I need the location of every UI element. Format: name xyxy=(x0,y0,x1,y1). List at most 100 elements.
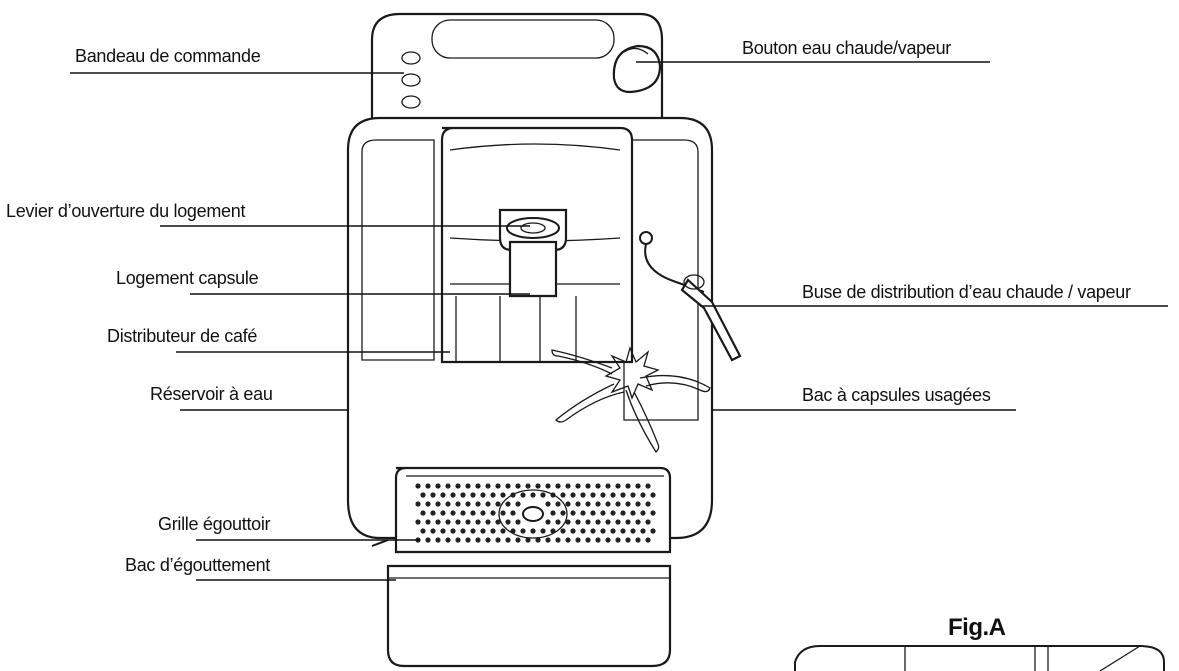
grid-hole xyxy=(540,492,546,498)
grid-hole xyxy=(570,528,576,534)
grid-hole xyxy=(555,537,561,543)
grid-hole xyxy=(450,510,456,516)
grid-center-ring xyxy=(498,489,568,539)
brew-group xyxy=(440,126,634,364)
grid-hole xyxy=(595,483,601,489)
grid-hole xyxy=(440,528,446,534)
grid-hole xyxy=(615,501,621,507)
grid-hole xyxy=(495,501,501,507)
label-hot-water-button: Bouton eau chaude/vapeur xyxy=(742,38,951,58)
grid-hole xyxy=(610,510,616,516)
grid-hole xyxy=(455,483,461,489)
grid-hole xyxy=(620,528,626,534)
grid-hole xyxy=(490,528,496,534)
grid-hole xyxy=(465,519,471,525)
grid-hole xyxy=(580,528,586,534)
grid-hole xyxy=(635,483,641,489)
grid-hole xyxy=(480,492,486,498)
grid-hole xyxy=(500,528,506,534)
grid-hole xyxy=(420,528,426,534)
grid-hole xyxy=(640,492,646,498)
grid-hole xyxy=(620,492,626,498)
grid-hole xyxy=(450,528,456,534)
grid-hole xyxy=(635,537,641,543)
grid-hole xyxy=(630,492,636,498)
grid-hole xyxy=(435,483,441,489)
grid-hole xyxy=(525,537,531,543)
grid-hole xyxy=(475,483,481,489)
grid-hole xyxy=(520,528,526,534)
grid-hole xyxy=(645,537,651,543)
grid-hole xyxy=(550,510,556,516)
drip-grid xyxy=(415,483,656,543)
grid-hole xyxy=(650,528,656,534)
grid-hole xyxy=(600,528,606,534)
grid-hole xyxy=(625,537,631,543)
grid-hole xyxy=(495,519,501,525)
fig-a-box xyxy=(794,645,1165,671)
figure-title: Fig.A xyxy=(948,614,1006,641)
grid-hole xyxy=(625,501,631,507)
grid-hole xyxy=(425,483,431,489)
label-control-panel: Bandeau de commande xyxy=(75,46,261,66)
label-capsule-bin: Bac à capsules usagées xyxy=(802,385,991,405)
grid-hole xyxy=(575,519,581,525)
grid-hole xyxy=(580,492,586,498)
label-coffee-dispenser: Distributeur de café xyxy=(107,326,258,346)
grid-hole xyxy=(425,519,431,525)
label-lever: Levier d’ouverture du logement xyxy=(6,201,246,221)
grid-hole xyxy=(455,501,461,507)
label-drip-tray: Bac d’égouttement xyxy=(125,555,270,575)
grid-hole xyxy=(585,501,591,507)
grid-hole xyxy=(485,483,491,489)
grid-hole xyxy=(605,483,611,489)
grid-hole xyxy=(610,492,616,498)
grid-hole xyxy=(475,519,481,525)
grid-hole xyxy=(565,537,571,543)
grid-hole xyxy=(625,519,631,525)
grid-hole xyxy=(435,537,441,543)
grid-hole xyxy=(470,510,476,516)
grid-hole xyxy=(445,519,451,525)
grid-hole xyxy=(435,501,441,507)
grid-hole xyxy=(415,501,421,507)
grid-hole xyxy=(490,510,496,516)
grid-hole xyxy=(530,492,536,498)
grid-hole xyxy=(470,528,476,534)
grid-hole xyxy=(580,510,586,516)
grid-hole xyxy=(565,501,571,507)
grid-hole xyxy=(430,528,436,534)
grid-hole xyxy=(615,519,621,525)
steam-knob xyxy=(612,44,662,94)
grid-hole xyxy=(635,501,641,507)
grid-hole xyxy=(570,510,576,516)
grid-hole xyxy=(465,501,471,507)
grid-hole xyxy=(630,528,636,534)
grid-hole xyxy=(455,537,461,543)
grid-hole xyxy=(605,537,611,543)
grid-hole xyxy=(465,537,471,543)
grid-hole xyxy=(445,483,451,489)
grid-hole xyxy=(495,537,501,543)
grid-hole xyxy=(460,492,466,498)
grid-hole xyxy=(560,492,566,498)
grid-hole xyxy=(415,483,421,489)
grid-hole xyxy=(605,519,611,525)
grid-hole xyxy=(645,519,651,525)
grid-hole xyxy=(585,519,591,525)
grid-hole xyxy=(590,510,596,516)
grid-hole xyxy=(590,528,596,534)
grid-hole xyxy=(555,483,561,489)
grid-hole xyxy=(420,492,426,498)
grid-hole xyxy=(460,510,466,516)
grid-hole xyxy=(575,501,581,507)
grid-hole xyxy=(620,510,626,516)
grid-hole xyxy=(470,492,476,498)
grid-hole xyxy=(510,510,516,516)
grid-hole xyxy=(565,483,571,489)
grid-hole xyxy=(650,510,656,516)
grid-hole xyxy=(515,501,521,507)
grid-hole xyxy=(640,528,646,534)
grid-center-hole xyxy=(522,506,544,522)
